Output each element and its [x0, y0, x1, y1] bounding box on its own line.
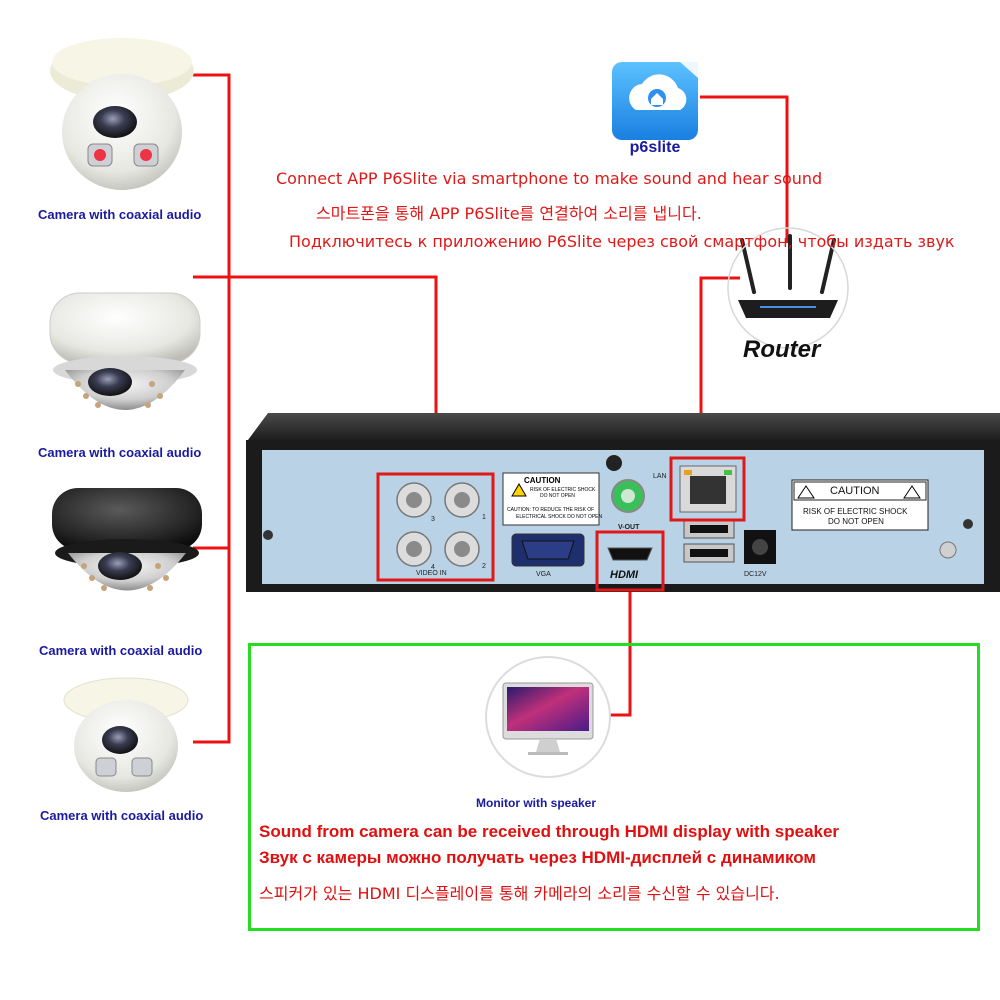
camera-2-label: Camera with coaxial audio: [38, 445, 202, 460]
router-wires: [699, 95, 789, 458]
dvr-caution-big-sub1: RISK OF ELECTRIC SHOCK: [803, 507, 908, 516]
dvr-caution-small-sub2: DO NOT OPEN: [540, 493, 575, 499]
sound-note-en: Sound from camera can be received throug…: [259, 822, 840, 841]
port-number-3: 3: [431, 516, 435, 523]
port-number-1: 1: [482, 514, 486, 521]
port-highlights: [376, 456, 746, 592]
camera-1-image: [50, 38, 194, 190]
dvr-caution-small-sub4: ELECTRICAL SHOCK DO NOT OPEN: [516, 514, 603, 520]
sound-note-ko: 스피커가 있는 HDMI 디스플레이를 통해 카메라의 소리를 수신할 수 있습…: [259, 884, 780, 903]
vga-label: VGA: [536, 571, 551, 578]
camera-2-image: [49, 292, 201, 410]
monitor-image: [485, 656, 611, 778]
sound-note-ru: Звук с камеры можно получать через HDMI-…: [259, 848, 816, 867]
camera-wires: [193, 73, 438, 744]
camera-3-image: [52, 488, 202, 591]
vout-label: V-OUT: [618, 524, 640, 531]
app-name: p6slite: [629, 139, 681, 156]
dvr-caution-small-sub3: CAUTION: TO REDUCE THE RISK OF: [507, 507, 595, 513]
router-image: [727, 227, 849, 349]
hdmi-audio-section: [248, 643, 980, 931]
dvr-caution-big: CAUTION: [830, 485, 880, 497]
camera-1-label: Camera with coaxial audio: [38, 207, 202, 222]
hdmi-wire: [610, 590, 632, 717]
monitor-label: Monitor with speaker: [476, 796, 597, 810]
camera-4-label: Camera with coaxial audio: [40, 808, 204, 823]
dvr-caution-big-sub2: DO NOT OPEN: [828, 517, 884, 526]
app-note-ko: 스마트폰을 통해 APP P6Slite를 연결하여 소리를 냅니다.: [316, 204, 702, 223]
camera-4-image: [63, 677, 189, 792]
p6slite-app-icon: [612, 62, 698, 140]
app-note-ru: Подключитесь к приложению P6Slite через …: [289, 232, 955, 251]
lan-label: LAN: [653, 473, 667, 480]
router-label: Router: [743, 336, 821, 363]
video-in-label: VIDEO IN: [416, 570, 447, 577]
dvr-image: [246, 413, 1000, 592]
app-note-en: Connect APP P6Slite via smartphone to ma…: [276, 169, 823, 188]
dc-label: DC12V: [744, 571, 767, 578]
port-number-2: 2: [482, 563, 486, 570]
dvr-caution-small: CAUTION: [524, 476, 561, 485]
port-number-4: 4: [431, 564, 435, 571]
hdmi-port-label: HDMI: [610, 569, 639, 581]
camera-3-label: Camera with coaxial audio: [39, 643, 203, 658]
dvr-caution-small-sub1: RISK OF ELECTRIC SHOCK: [530, 487, 596, 493]
